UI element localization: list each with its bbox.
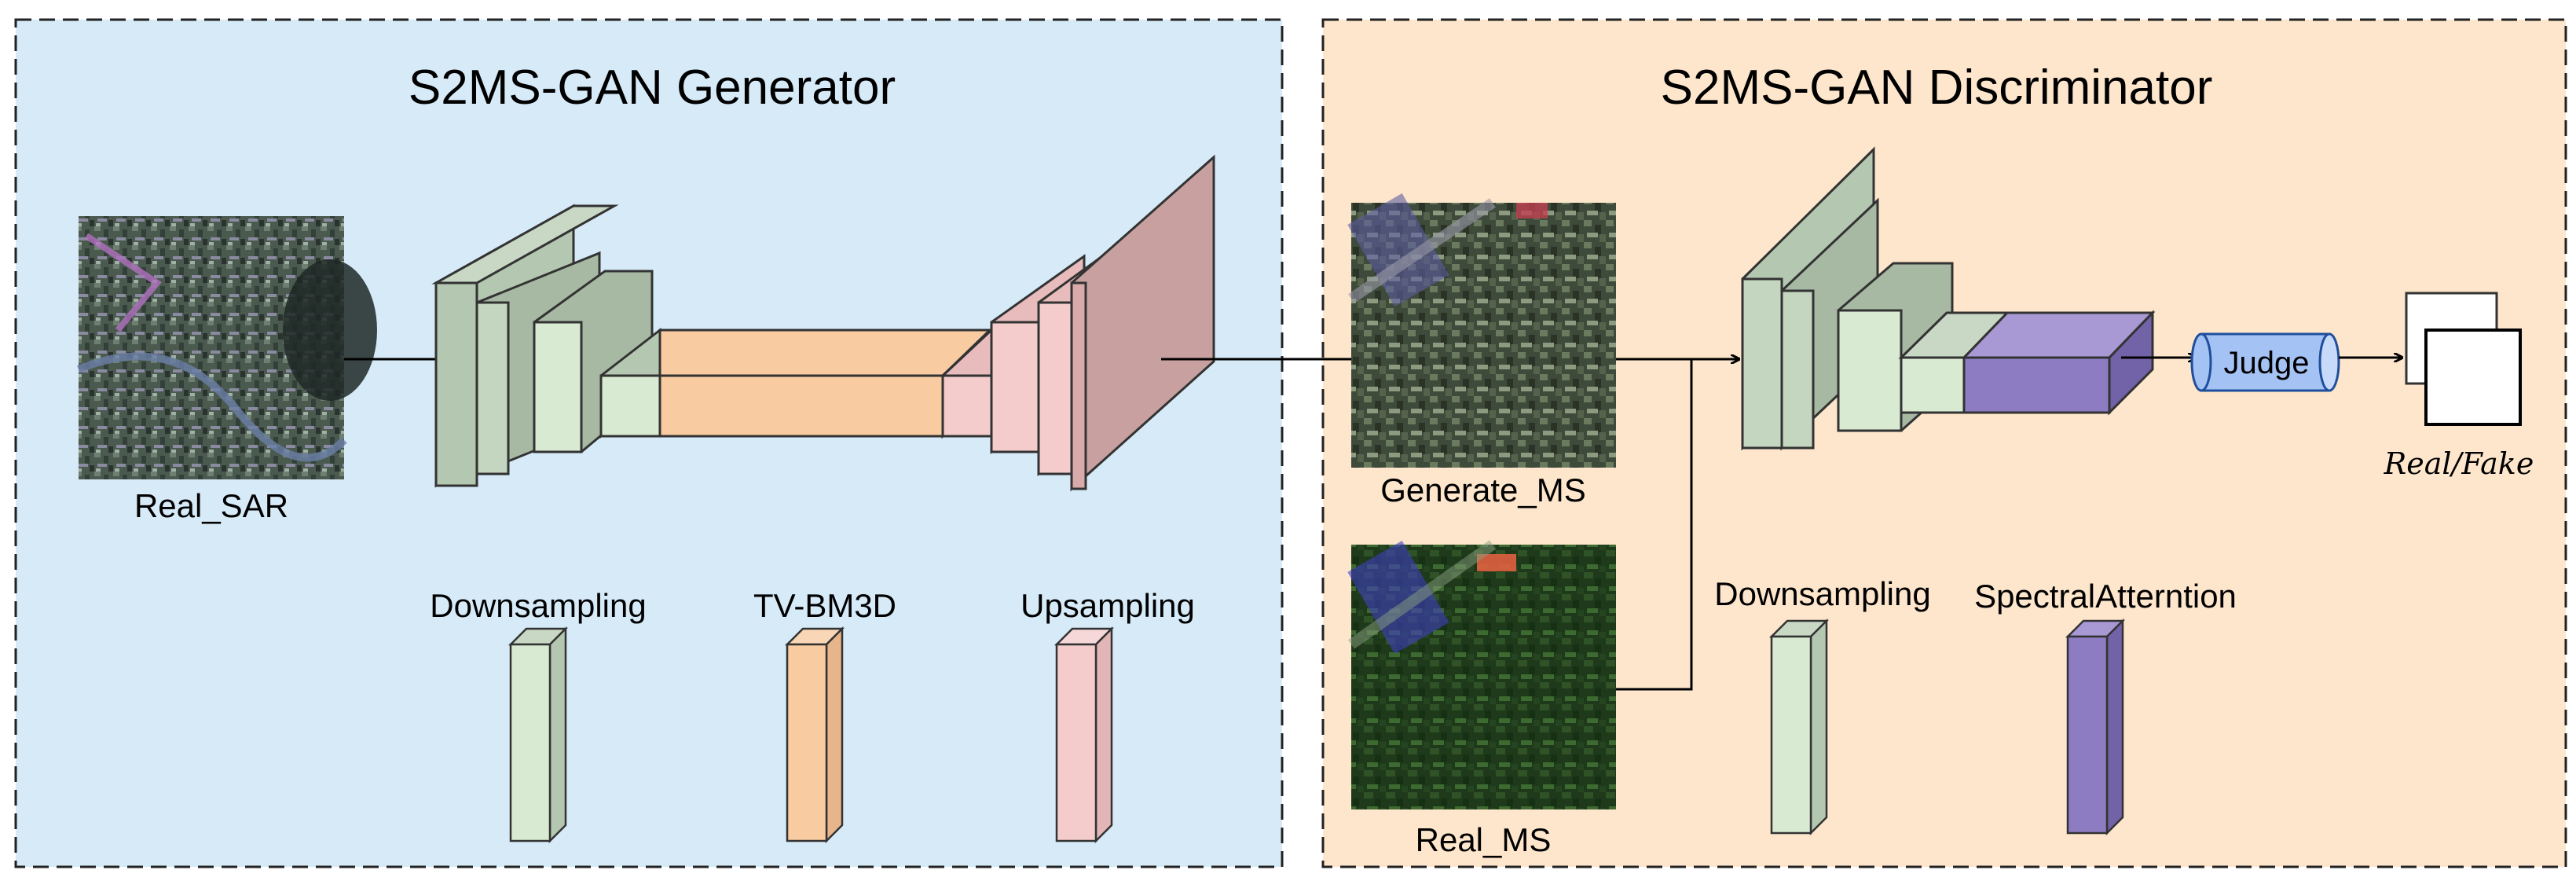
generator-upsampling-block-1 <box>941 327 993 439</box>
discriminator-title: S2MS-GAN Discriminator <box>1661 61 2213 115</box>
real-fake-output <box>2405 292 2522 426</box>
legend-label-spectral-attention: SpectralAtterntion <box>1974 578 2237 615</box>
legend-swatch-upsampling <box>1053 626 1115 844</box>
real-fake-label: Real/Fake <box>2384 446 2534 481</box>
real-ms-image <box>1347 540 1616 809</box>
legend-swatch-downsampling <box>508 626 569 844</box>
legend-swatch-tv-bm3d <box>784 626 845 844</box>
tv-bm3d-block <box>658 329 993 438</box>
legend-label-downsampling: Downsampling <box>430 587 646 624</box>
generate-ms-label: Generate_MS <box>1380 472 1585 508</box>
discriminator-downsampling-block-4 <box>1898 311 2010 414</box>
legend-swatch-spectral-attention <box>2065 618 2126 836</box>
real-sar-label: Real_SAR <box>134 487 288 524</box>
judge-node <box>2190 332 2340 392</box>
generator-upsampling-block-4 <box>1070 154 1215 492</box>
generator-legend: Downsampling TV-BM3D Upsampling <box>430 587 1195 844</box>
legend-label-downsampling-disc: Downsampling <box>1714 575 1930 612</box>
real-ms-label: Real_MS <box>1416 821 1552 858</box>
spectral-attention-block <box>1961 310 2156 416</box>
discriminator-legend: Downsampling SpectralAtterntion <box>1714 575 2237 836</box>
generator-downsampling-block-4 <box>599 327 661 439</box>
legend-label-tv-bm3d: TV-BM3D <box>753 587 896 624</box>
real-sar-image <box>77 216 377 479</box>
legend-label-upsampling: Upsampling <box>1021 587 1195 624</box>
legend-swatch-downsampling-disc <box>1768 618 1830 836</box>
real-ms-connector <box>1616 359 1693 691</box>
generator-title: S2MS-GAN Generator <box>409 61 896 115</box>
judge-label: Judge <box>2224 346 2310 380</box>
generate-ms-image <box>1347 193 1616 468</box>
discriminator-downsampling-block-2 <box>1780 197 1879 451</box>
